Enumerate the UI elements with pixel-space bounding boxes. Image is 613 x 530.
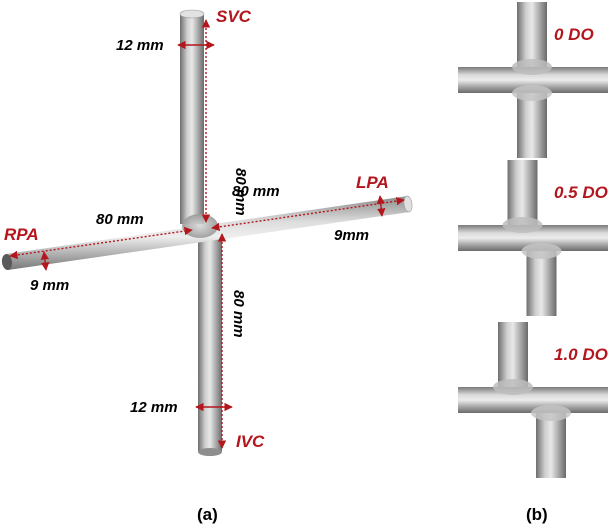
ivc-length-label: 80 mm bbox=[230, 290, 247, 338]
svc-label: SVC bbox=[216, 7, 252, 26]
rpa-label: RPA bbox=[4, 225, 39, 244]
rpa-length-label: 80 mm bbox=[96, 211, 144, 228]
lower-blend bbox=[531, 405, 571, 421]
svc-vessel bbox=[179, 9, 205, 224]
ivc-label: IVC bbox=[236, 432, 265, 451]
caption-b: (b) bbox=[526, 505, 548, 524]
panel-b: 0 DO 0.5 DO 1.0 DO bbox=[458, 2, 608, 478]
lower-blend bbox=[512, 85, 552, 101]
lpa-label: LPA bbox=[356, 173, 389, 192]
rpa-diameter-label: 9 mm bbox=[30, 277, 69, 294]
upper-blend bbox=[512, 59, 552, 75]
junction-variant bbox=[458, 2, 608, 158]
ivc-diameter-label: 12 mm bbox=[130, 399, 178, 416]
lpa-diameter-label: 9mm bbox=[334, 227, 369, 244]
variant-label: 0 DO bbox=[554, 25, 594, 44]
junction bbox=[182, 214, 218, 238]
upper-blend bbox=[502, 217, 543, 233]
dimension-annotations bbox=[9, 19, 405, 449]
panel-a: SVC LPA RPA IVC 12 mm 80 mm 80 mm 80 mm … bbox=[1, 7, 413, 524]
lpa-length-label: 80 mm bbox=[232, 183, 280, 200]
pa-segment bbox=[458, 387, 608, 413]
variant-label: 1.0 DO bbox=[554, 345, 608, 364]
junction-variant bbox=[458, 322, 608, 478]
variant-label: 0.5 DO bbox=[554, 183, 608, 202]
svc-length-label: 80 mm bbox=[232, 168, 249, 216]
upper-blend bbox=[493, 379, 533, 395]
lower-blend bbox=[521, 243, 562, 259]
caption-a: (a) bbox=[197, 505, 218, 524]
ivc-vessel bbox=[198, 232, 222, 456]
svc-diameter-label: 12 mm bbox=[116, 37, 164, 54]
junction-variant bbox=[458, 160, 608, 316]
